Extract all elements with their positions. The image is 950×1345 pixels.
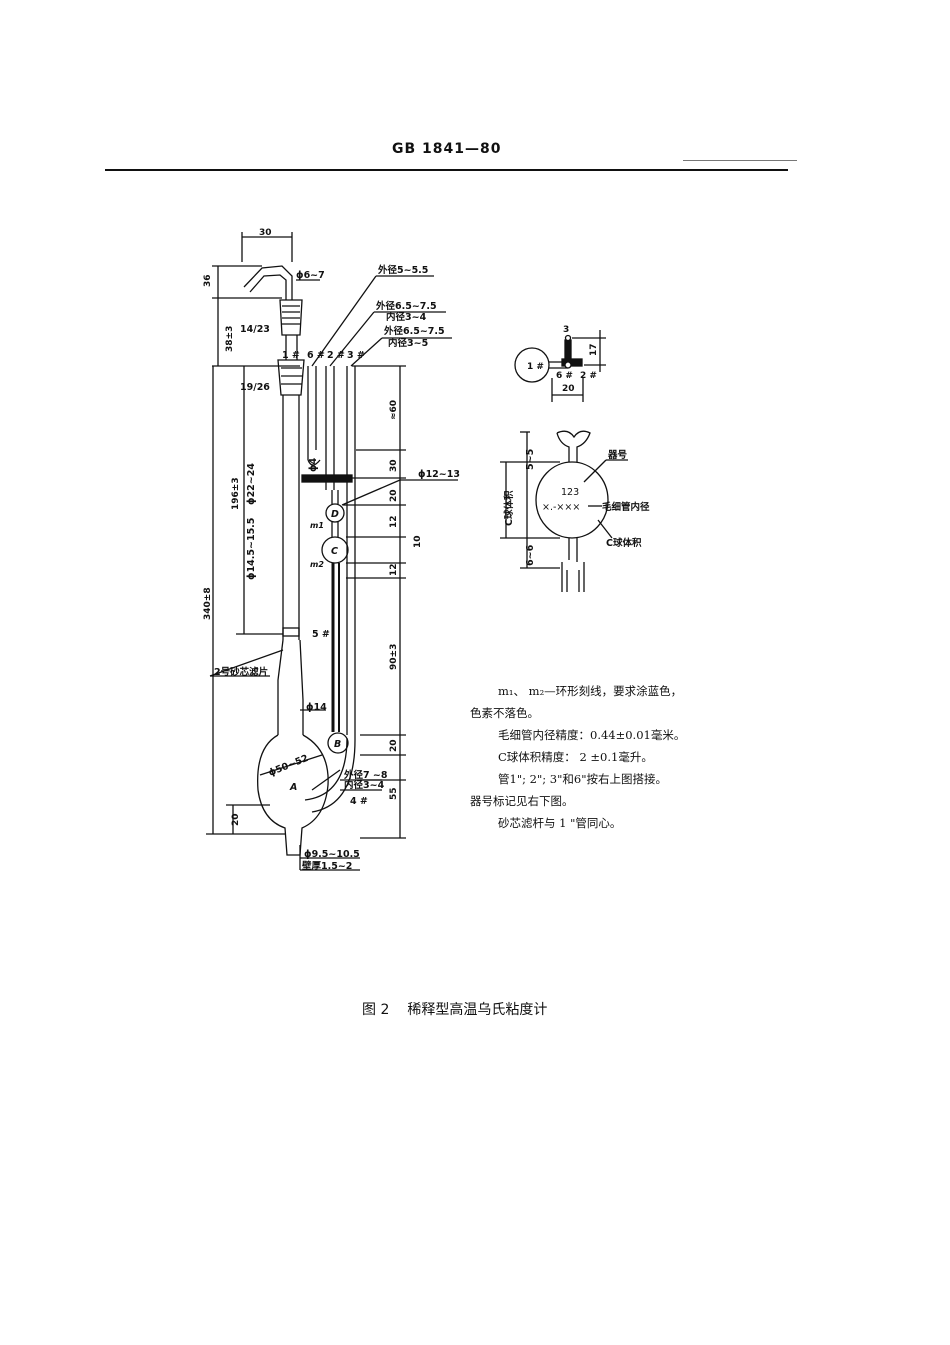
label-od-7-8: 外径7 ~8 <box>343 769 388 781</box>
standard-code: GB 1841—80 <box>392 141 502 157</box>
label-phi12-13: ϕ12~13 <box>418 469 460 480</box>
bulb-number: 123 <box>561 487 579 498</box>
note-line: m₁、 m₂—环形刻线，要求涂蓝色， <box>498 684 683 698</box>
label-id-3-4-a: 内径3~4 <box>386 311 427 323</box>
bulb-serial-label: 器号 <box>607 450 628 461</box>
label-bulb-a: A <box>289 782 297 793</box>
label-id-3-5: 内径3~5 <box>388 337 428 349</box>
left-diagram-lines <box>206 232 458 871</box>
label-filter: 2号砂芯滤片 <box>214 666 268 678</box>
label-bulb-c: C <box>331 546 338 557</box>
notes-block: m₁、 m₂—环形刻线，要求涂蓝色， 色素不落色。 毛细管内径精度：0.44±0… <box>470 680 685 834</box>
label-m2: m2 <box>310 560 324 569</box>
label-joint-19-26: 19/26 <box>240 382 270 393</box>
dim-height-38: 38±3 <box>225 326 235 352</box>
note-line: 色素不落色。 <box>470 706 539 720</box>
bulb-dim-top: 5~5 <box>525 449 536 470</box>
dim-12a: 12 <box>389 515 399 528</box>
label-m1: m1 <box>310 521 324 530</box>
dim-55: 55 <box>389 787 399 800</box>
dim-20b: 20 <box>389 739 399 752</box>
figure-title: 稀释型高温乌氏粘度计 <box>407 1002 548 1018</box>
bulb-side-label: C球体积 <box>503 490 515 526</box>
bulb-capillary-label: 毛细管内径 <box>602 501 650 513</box>
label-phi14.5-15.5: ϕ14.5~15.5 <box>246 518 257 580</box>
label-bulb-d: D <box>331 509 339 520</box>
label-phi9.5-10.5: ϕ9.5~10.5 <box>304 849 360 860</box>
label-phi14: ϕ14 <box>306 702 327 713</box>
note-line: 砂芯滤杆与 1 "管同心。 <box>498 816 622 830</box>
dim-90: 90±3 <box>389 644 399 670</box>
note-line: 毛细管内径精度：0.44±0.01毫米。 <box>498 728 686 742</box>
dim-bottom-20: 20 <box>231 813 241 826</box>
top-label-3: 3 <box>563 325 569 335</box>
bulb-c-volume-label: C球体积 <box>606 537 642 549</box>
top-label-6: 6 # <box>556 371 573 381</box>
label-od-6.5-7.5-a: 外径6.5~7.5 <box>375 300 437 312</box>
dim-height-196: 196±3 <box>231 477 241 510</box>
note-line: 管1"; 2"; 3"和6"按右上图搭接。 <box>498 772 667 786</box>
label-phi4: ϕ4 <box>308 457 319 472</box>
dim-total-height: 340±8 <box>203 587 213 620</box>
label-wall-thickness: 壁厚1.5~2 <box>302 860 352 872</box>
left-diagram-dims: 30 36 38±3 196±3 340±8 20 ≈60 30 20 12 1… <box>203 228 423 826</box>
label-bulb-b: B <box>334 739 341 750</box>
dim-approx-60: ≈60 <box>389 400 399 420</box>
label-tube-3: 3 # <box>347 350 365 361</box>
note-line: C球体积精度： 2 ±0.1毫升。 <box>498 750 653 764</box>
label-tube-5: 5 # <box>312 629 330 640</box>
top-view-lines <box>514 330 606 402</box>
figure-caption: 图 2 稀释型高温乌氏粘度计 <box>362 999 565 1019</box>
dim-10: 10 <box>413 535 423 548</box>
top-view-labels: 1 # 3 6 # 2 # 20 17 <box>527 325 599 394</box>
bulb-code: ×.-××× <box>542 502 580 513</box>
dim-top-width: 30 <box>259 228 272 238</box>
bulb-detail-lines <box>500 430 628 592</box>
dim-20a: 20 <box>389 489 399 502</box>
label-joint-14-23: 14/23 <box>240 324 270 335</box>
top-label-2: 2 # <box>580 371 597 381</box>
label-phi50-52: ϕ50~52 <box>267 753 310 779</box>
dim-12b: 12 <box>389 563 399 576</box>
label-od-6.5-7.5-b: 外径6.5~7.5 <box>383 325 445 337</box>
bulb-dim-bottom: 6~6 <box>525 544 536 566</box>
label-tube-2: 2 # <box>327 350 345 361</box>
dim-height-36: 36 <box>203 274 213 287</box>
note-line: 器号标记见右下图。 <box>470 794 574 808</box>
figure-number: 图 2 <box>362 1002 390 1018</box>
label-od-5-5.5: 外径5~5.5 <box>377 264 428 276</box>
label-tube-4: 4 # <box>350 796 368 807</box>
bulb-detail-labels: 5~5 6~6 C球体积 器号 123 ×.-××× 毛细管内径 C球体积 <box>503 449 650 566</box>
label-phi22-24: ϕ22~24 <box>246 463 257 505</box>
header-rule <box>105 169 788 171</box>
label-id-3-4-b: 内径3~4 <box>344 779 385 791</box>
top-dim-17: 17 <box>589 343 599 356</box>
label-phi6-7: ϕ6~7 <box>296 270 325 281</box>
top-label-1: 1 # <box>527 362 544 372</box>
top-dim-20: 20 <box>562 384 575 394</box>
label-tube-6: 6 # <box>307 350 325 361</box>
header-rule-short <box>683 160 797 161</box>
dim-30: 30 <box>389 459 399 472</box>
label-tube-1: 1 # <box>282 350 300 361</box>
